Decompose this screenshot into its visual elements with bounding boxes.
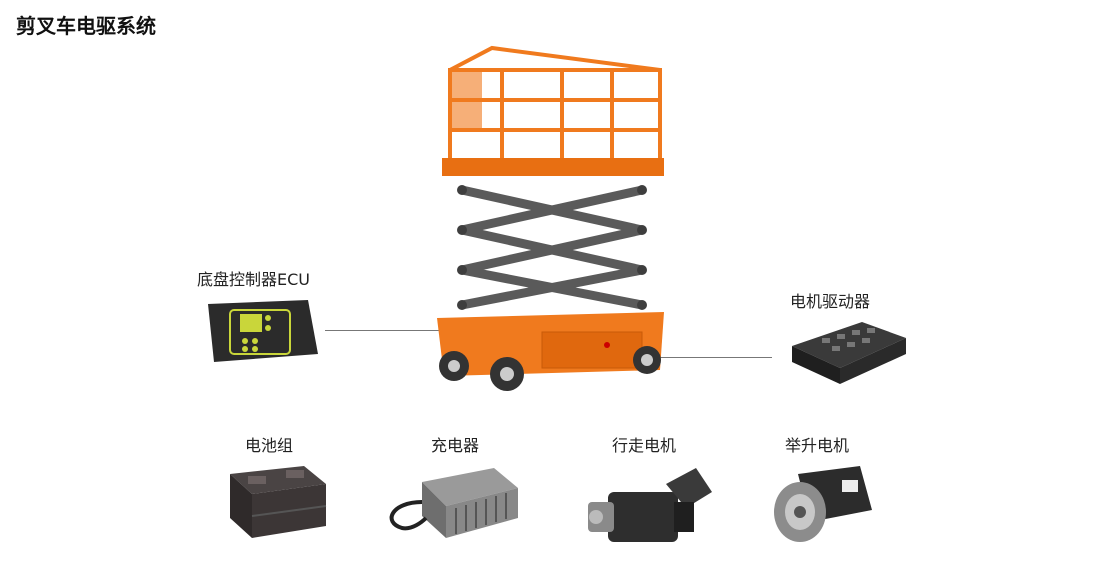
battery-image [230,466,327,538]
connector-ecu [325,330,453,331]
travel-motor-image [588,468,712,542]
label-battery: 电池组 [245,436,294,455]
label-travel-motor: 行走电机 [612,436,677,455]
page-title: 剪叉车电驱系统 [16,14,156,38]
label-lift-motor: 举升电机 [785,436,850,455]
ecu-device-image [208,300,318,362]
connector-motor-driver [560,357,772,358]
lift-motor-image [774,466,872,542]
label-charger: 充电器 [431,436,480,455]
charger-image [389,468,518,538]
label-ecu: 底盘控制器ECU [197,270,310,289]
label-motor-driver: 电机驱动器 [790,292,871,311]
scissor-lift-image [437,45,664,391]
motor-driver-image [792,322,906,384]
